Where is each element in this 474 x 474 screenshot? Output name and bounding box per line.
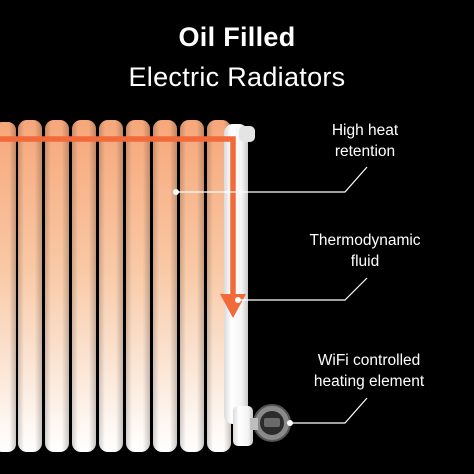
- callout-line-wifi: [290, 397, 368, 424]
- radiator-tube: [126, 120, 150, 452]
- callout-wifi-heating-element: WiFi controlled heating element: [284, 350, 454, 392]
- radiator-tubes: [0, 120, 255, 452]
- callout-line1: WiFi controlled: [317, 352, 421, 369]
- callout-line2: heating element: [313, 373, 425, 390]
- valve-pipe: [233, 406, 253, 446]
- radiator-tube: [45, 120, 69, 452]
- heating-element-knob-icon: [250, 404, 291, 442]
- callout-high-heat-retention: High heat retention: [300, 120, 430, 162]
- radiator-tube: [72, 120, 96, 452]
- radiator-tube: [0, 122, 16, 452]
- radiator-tube: [18, 120, 42, 452]
- radiator-tube: [180, 120, 204, 452]
- callout-line1: Thermodynamic: [309, 232, 421, 249]
- callout-line-thermodynamic: [238, 277, 368, 301]
- callout-dot: [235, 297, 241, 303]
- radiator-tube-end: [224, 124, 248, 424]
- callout-line-high-heat: [176, 166, 368, 193]
- flow-arrow-icon: [0, 136, 236, 298]
- page-title: Oil Filled: [178, 22, 296, 52]
- callout-dot: [287, 420, 293, 426]
- radiator-tube: [99, 120, 123, 452]
- page-subtitle: Electric Radiators: [128, 62, 346, 92]
- callout-line1: High heat: [331, 122, 399, 139]
- callout-thermodynamic-fluid: Thermodynamic fluid: [282, 230, 448, 272]
- radiator-end-cap: [239, 126, 255, 142]
- callout-line2: fluid: [350, 253, 380, 270]
- radiator-tube: [153, 120, 177, 452]
- callout-dot: [173, 189, 179, 195]
- callout-line2: retention: [334, 143, 396, 160]
